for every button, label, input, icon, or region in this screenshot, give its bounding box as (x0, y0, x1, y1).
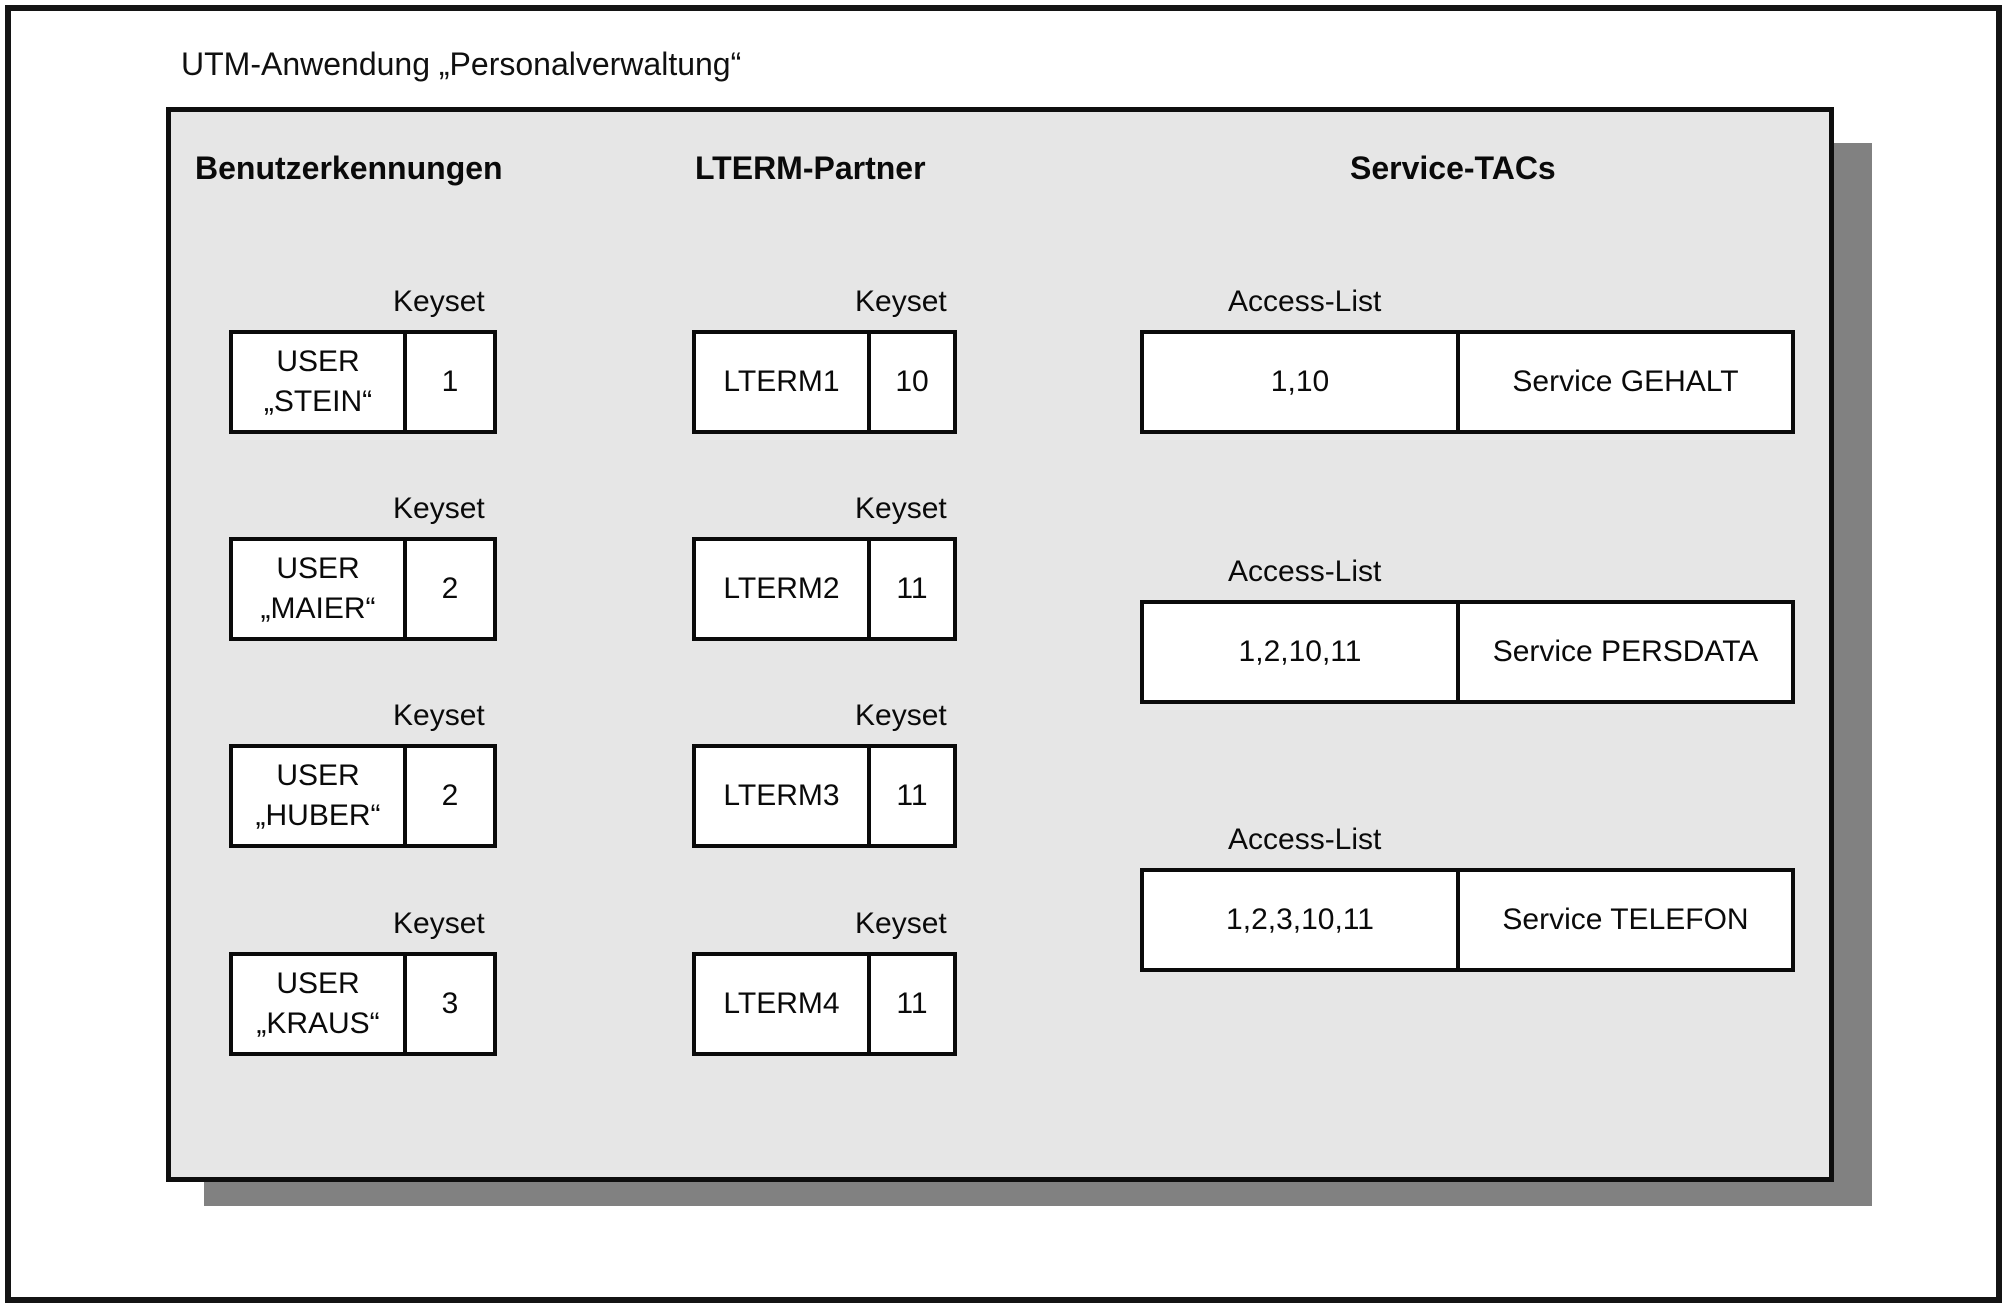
keyset-label: Keyset (855, 699, 947, 732)
service-name: Service GEHALT (1512, 365, 1739, 398)
service-box: 1,2,10,11 Service PERSDATA (1140, 600, 1795, 704)
lterm-box: LTERM1 10 (692, 330, 957, 434)
column-header-benutzerkennungen: Benutzerkennungen (195, 150, 503, 186)
lterm-keyset-value: 11 (896, 779, 928, 812)
service-name: Service TELEFON (1502, 903, 1749, 936)
user-name: USER „STEIN“ (233, 334, 407, 430)
keyset-label: Keyset (393, 492, 485, 525)
user-keyset-value: 3 (441, 987, 459, 1020)
user-name: USER „KRAUS“ (233, 956, 407, 1052)
service-box: 1,10 Service GEHALT (1140, 330, 1795, 434)
keyset-label: Keyset (393, 699, 485, 732)
access-list-value: 1,10 (1144, 334, 1460, 430)
keyset-label: Keyset (855, 492, 947, 525)
access-list-value: 1,2,3,10,11 (1144, 872, 1460, 968)
keyset-label: Keyset (393, 285, 485, 318)
keyset-label: Keyset (855, 907, 947, 940)
access-list-value: 1,2,10,11 (1144, 604, 1460, 700)
user-name: USER „HUBER“ (233, 748, 407, 844)
lterm-box: LTERM4 11 (692, 952, 957, 1056)
lterm-keyset-value: 11 (896, 572, 928, 605)
service-box: 1,2,3,10,11 Service TELEFON (1140, 868, 1795, 972)
column-header-lterm-partner: LTERM-Partner (695, 150, 926, 186)
lterm-name: LTERM3 (696, 748, 871, 844)
lterm-name: LTERM2 (696, 541, 871, 637)
lterm-box: LTERM3 11 (692, 744, 957, 848)
lterm-keyset-value: 11 (896, 987, 928, 1020)
keyset-label: Keyset (855, 285, 947, 318)
user-keyset-value: 2 (441, 572, 459, 605)
user-box: USER „KRAUS“ 3 (229, 952, 497, 1056)
keyset-label: Keyset (393, 907, 485, 940)
access-list-label: Access-List (1228, 555, 1382, 588)
user-box: USER „MAIER“ 2 (229, 537, 497, 641)
access-list-label: Access-List (1228, 285, 1382, 318)
user-keyset-value: 2 (441, 779, 459, 812)
lterm-name: LTERM4 (696, 956, 871, 1052)
user-box: USER „STEIN“ 1 (229, 330, 497, 434)
lterm-box: LTERM2 11 (692, 537, 957, 641)
service-name: Service PERSDATA (1492, 635, 1759, 668)
user-box: USER „HUBER“ 2 (229, 744, 497, 848)
user-name: USER „MAIER“ (233, 541, 407, 637)
lterm-name: LTERM1 (696, 334, 871, 430)
user-keyset-value: 1 (441, 365, 459, 398)
column-header-service-tacs: Service-TACs (1350, 150, 1556, 186)
diagram-title: UTM-Anwendung „Personalverwaltung“ (181, 46, 742, 82)
access-list-label: Access-List (1228, 823, 1382, 856)
lterm-keyset-value: 10 (895, 365, 929, 398)
